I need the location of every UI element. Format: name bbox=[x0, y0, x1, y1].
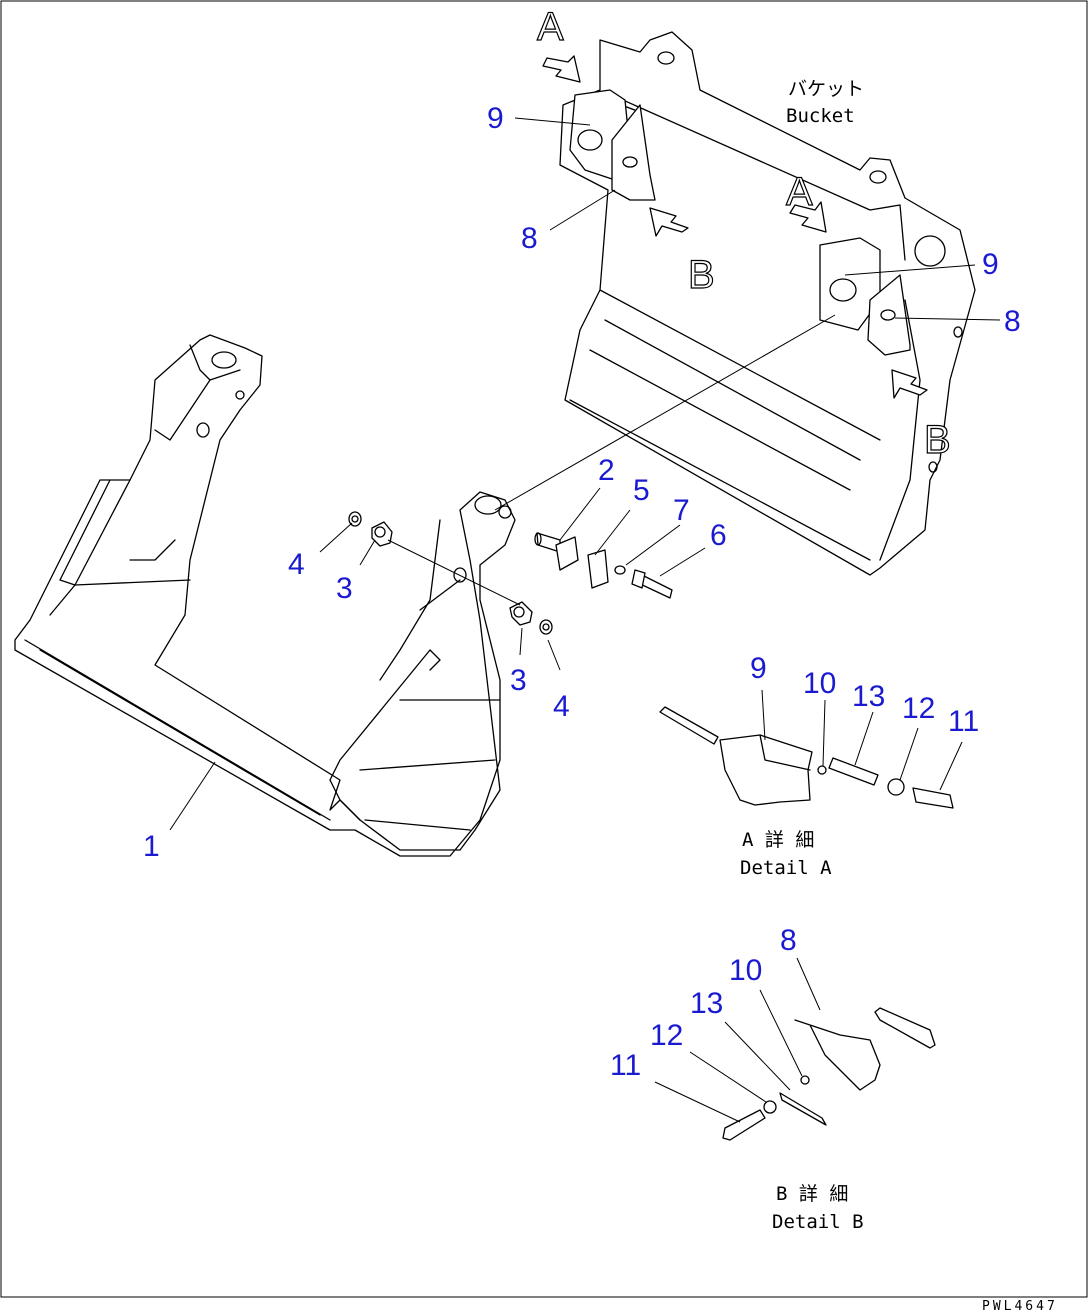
leader-lines bbox=[169, 117, 1001, 1123]
callouts: 1 2 3 3 4 4 5 6 7 8 8 8 9 9 9 10 10 11 1… bbox=[143, 102, 1021, 1082]
callout-11-detail-a: 11 bbox=[948, 705, 979, 738]
callout-2: 2 bbox=[598, 454, 615, 487]
callout-9-detail-a: 9 bbox=[750, 652, 767, 685]
detail-a: A 詳 細 Detail A bbox=[659, 706, 954, 879]
detail-b: B 詳 細 Detail B bbox=[722, 1007, 936, 1233]
callout-9-right: 9 bbox=[982, 248, 999, 281]
loader-frame bbox=[14, 334, 516, 857]
detail-a-label-jp: A 詳 細 bbox=[742, 829, 814, 851]
callout-12-detail-b: 12 bbox=[650, 1019, 683, 1052]
drawing-code: PWL4647 bbox=[982, 1299, 1058, 1314]
callout-10-detail-a: 10 bbox=[803, 667, 836, 700]
callout-12-detail-a: 12 bbox=[902, 692, 935, 725]
callout-5: 5 bbox=[633, 474, 650, 507]
callout-10-detail-b: 10 bbox=[729, 954, 762, 987]
callout-8-detail-b: 8 bbox=[780, 924, 797, 957]
callout-3-top: 3 bbox=[336, 572, 353, 605]
detail-a-label-en: Detail A bbox=[740, 857, 832, 879]
callout-4-top: 4 bbox=[288, 548, 305, 581]
callout-9-left: 9 bbox=[487, 102, 504, 135]
callout-11-detail-b: 11 bbox=[610, 1049, 641, 1082]
view-a-label-right: A bbox=[786, 170, 813, 214]
callout-7: 7 bbox=[673, 494, 690, 527]
callout-8-right: 8 bbox=[1004, 305, 1021, 338]
view-arrows bbox=[542, 55, 928, 399]
view-b-label-right: B bbox=[924, 418, 951, 462]
callout-8-left: 8 bbox=[521, 222, 538, 255]
callout-6: 6 bbox=[710, 519, 727, 552]
callout-13-detail-a: 13 bbox=[852, 680, 885, 713]
detail-b-label-en: Detail B bbox=[772, 1211, 864, 1233]
detail-b-label-jp: B 詳 細 bbox=[776, 1183, 848, 1205]
bucket-label-en: Bucket bbox=[786, 105, 855, 127]
callout-1: 1 bbox=[143, 830, 160, 863]
callout-13-detail-b: 13 bbox=[690, 987, 723, 1020]
view-a-label-top: A bbox=[537, 5, 564, 49]
bucket-label-jp: バケット bbox=[788, 78, 864, 100]
callout-3-bottom: 3 bbox=[510, 664, 527, 697]
callout-4-bottom: 4 bbox=[553, 690, 570, 723]
small-parts bbox=[348, 511, 673, 635]
bucket bbox=[559, 31, 976, 576]
view-b-label-left: B bbox=[688, 253, 715, 297]
